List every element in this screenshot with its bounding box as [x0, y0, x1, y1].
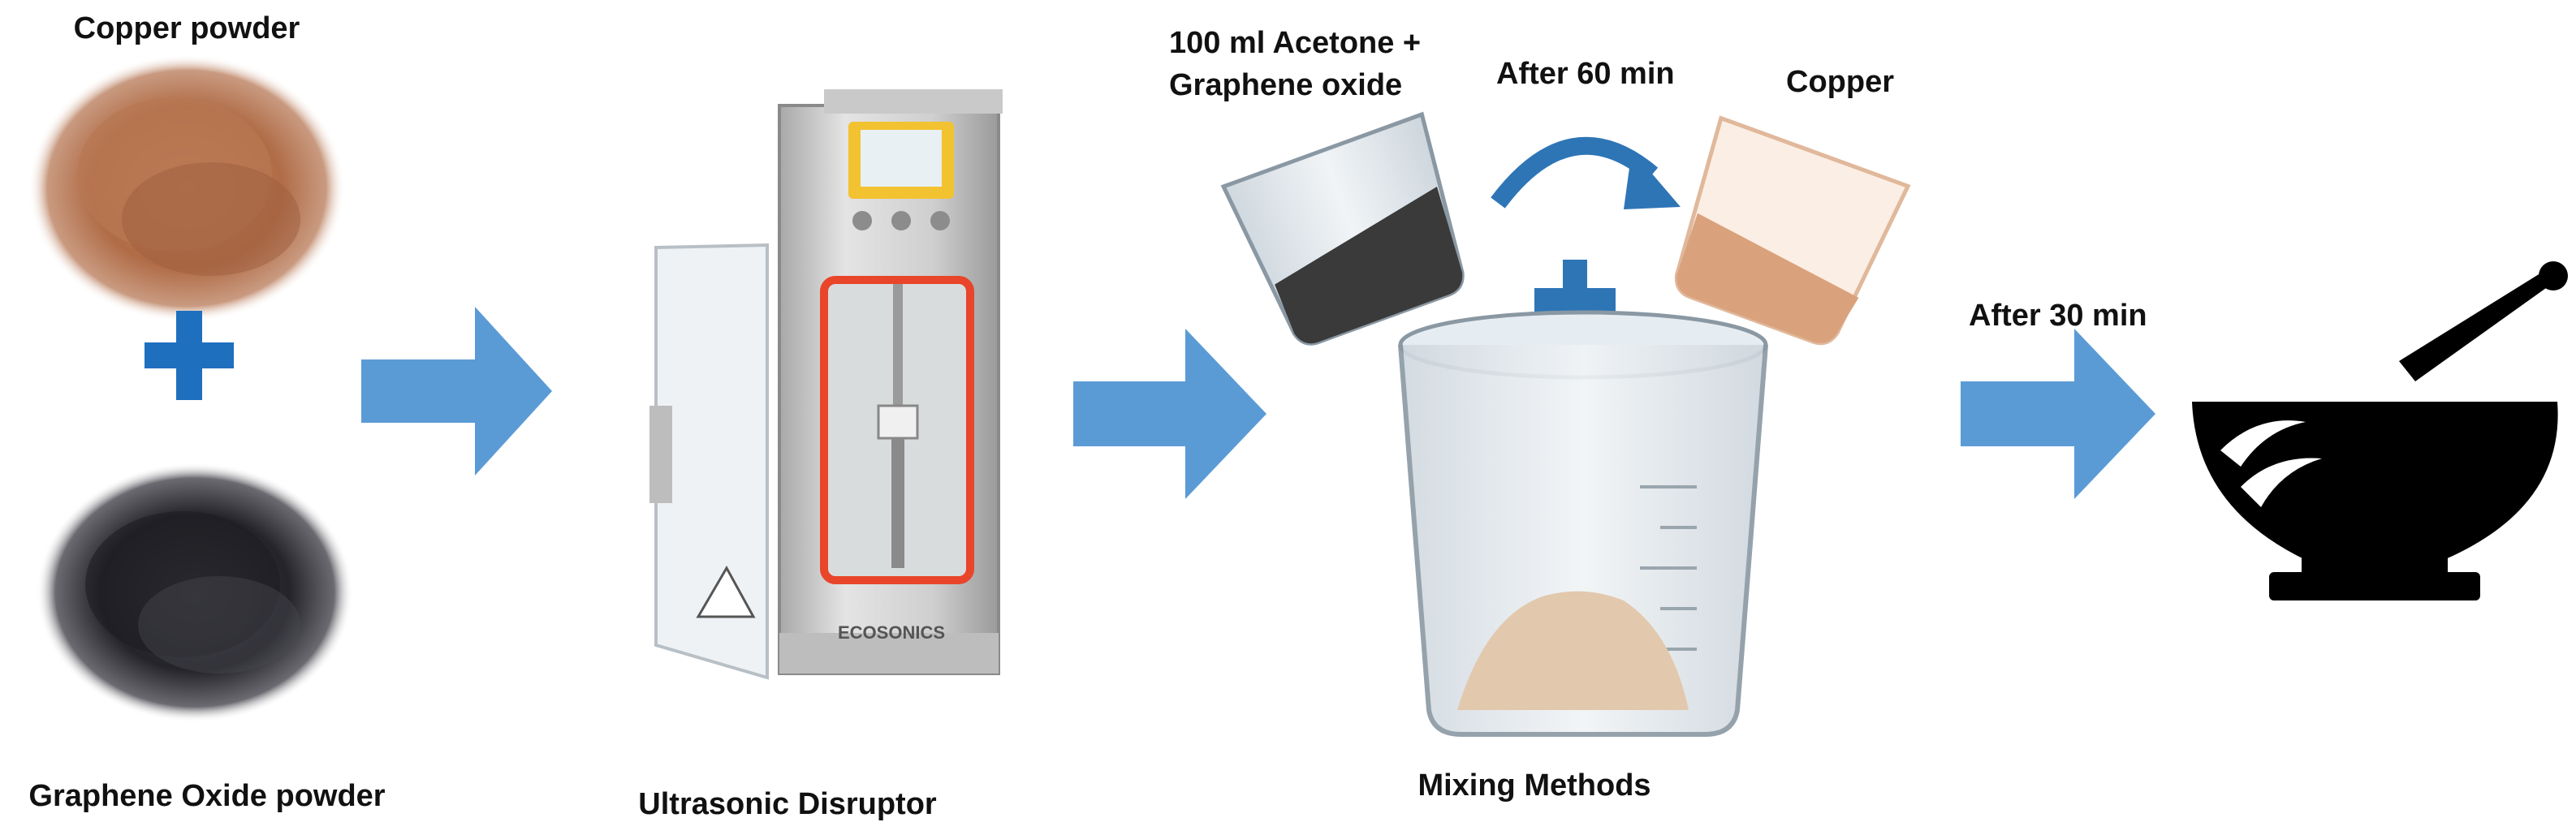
copper-label: Copper: [1786, 65, 1894, 99]
after-30-min-label: After 30 min: [1969, 299, 2147, 333]
brand-label: ECOSONICS: [838, 622, 945, 643]
curved-arrow-icon: [1491, 136, 1681, 209]
ultrasonic-disruptor-label: Ultrasonic Disruptor: [638, 787, 937, 821]
graphene-oxide-powder-image: [37, 463, 353, 722]
mixing-beaker-image: [1398, 310, 1768, 737]
graphene-oxide-powder-label: Graphene Oxide powder: [28, 779, 386, 813]
graphene-oxide-beaker-image: [1220, 111, 1465, 346]
copper-beaker-image: [1674, 115, 1911, 346]
acetone-label-line2: Graphene oxide: [1169, 68, 1403, 102]
mortar-pestle-icon: [2192, 261, 2568, 600]
right-arrow-icon: [1961, 329, 2155, 499]
after-60-min-label: After 60 min: [1496, 57, 1675, 91]
right-arrow-icon: [1073, 329, 1266, 499]
mixing-methods-label: Mixing Methods: [1417, 768, 1651, 803]
copper-powder-label: Copper powder: [73, 11, 300, 45]
right-arrow-icon: [361, 307, 552, 476]
plus-icon: [145, 311, 234, 400]
copper-powder-image: [28, 54, 345, 322]
acetone-label-line1: 100 ml Acetone +: [1169, 26, 1422, 60]
ultrasonic-disruptor-image: [649, 89, 1003, 680]
